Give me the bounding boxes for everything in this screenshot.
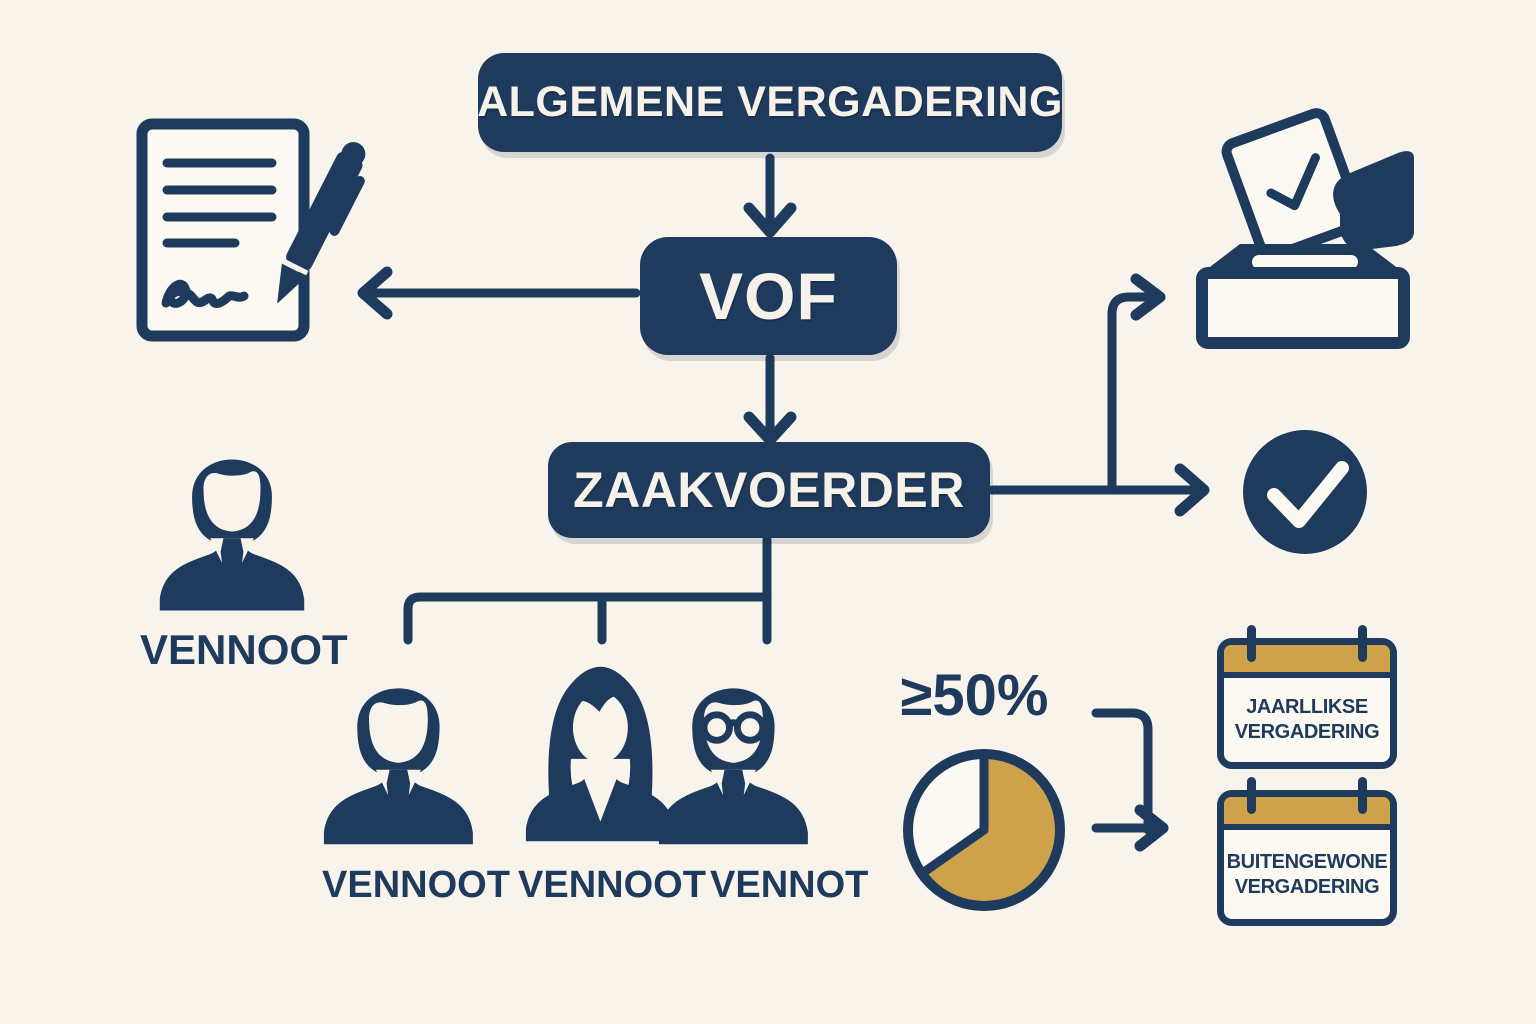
businessman-icon [323, 688, 473, 845]
arrow-vof-to-zaakvoerder [743, 353, 797, 446]
businessman-icon-senior [159, 459, 305, 611]
pen-icon [277, 142, 366, 304]
quorum-threshold-label: ≥50% [900, 663, 1049, 728]
ballot-slot [1252, 255, 1358, 269]
connector-zaakvoerder-to-partners [403, 535, 772, 645]
check-circle-icon [1243, 430, 1367, 554]
ballot-paper [1221, 108, 1366, 262]
calendar-ring-icon [1358, 777, 1367, 814]
calendar-ring-icon [1247, 777, 1256, 814]
partner-1-label: VENNOOT [322, 864, 510, 906]
arrow-zaakvoerder-to-ballot [1107, 273, 1166, 495]
extraordinary-meeting-line1: BUITENGEWONE [1226, 850, 1388, 873]
node-vof: VOF [640, 237, 897, 355]
hand-icon [1333, 151, 1414, 251]
extraordinary-meeting-line2: VERGADERING [1234, 875, 1380, 898]
arrow-vof-to-contract [357, 266, 641, 320]
annual-meeting-line2: VERGADERING [1234, 721, 1380, 743]
ballot-box-icon [1196, 108, 1414, 349]
partner-2-label: VENNOOT [518, 864, 706, 906]
annual-meeting-label: JAARLLIKSE VERGADERING [1224, 678, 1390, 762]
calendar-extraordinary-meeting: BUITENGEWONE VERGADERING [1217, 777, 1397, 926]
signature-squiggle [161, 279, 249, 308]
annual-meeting-line1: JAARLLIKSE [1246, 696, 1368, 718]
arrow-zaakvoerder-to-check [987, 463, 1210, 517]
arrow-av-to-vof [743, 153, 797, 238]
pie-chart-icon [903, 749, 1065, 911]
calendar-ring-icon [1358, 625, 1367, 662]
businessman-glasses-icon [658, 688, 808, 845]
calendar-ring-icon [1247, 625, 1256, 662]
node-zaakvoerder: ZAAKVOERDER [548, 442, 990, 538]
glasses-icon [694, 711, 773, 744]
node-algemene-vergadering: ALGEMENE VERGADERING [477, 53, 1062, 152]
ballot-box-front [1196, 267, 1410, 349]
extraordinary-meeting-label: BUITENGEWONE VERGADERING [1224, 830, 1390, 919]
partner-senior-label: VENNOOT [140, 626, 348, 673]
document-text-lines [162, 158, 277, 248]
calendar-annual-meeting: JAARLLIKSE VERGADERING [1217, 625, 1397, 769]
signed-document-with-pen-icon [136, 118, 366, 342]
partner-3-label: VENNOT [710, 864, 869, 906]
businesswoman-icon [525, 666, 675, 842]
arrow-quorum-to-meetings [1091, 708, 1169, 852]
